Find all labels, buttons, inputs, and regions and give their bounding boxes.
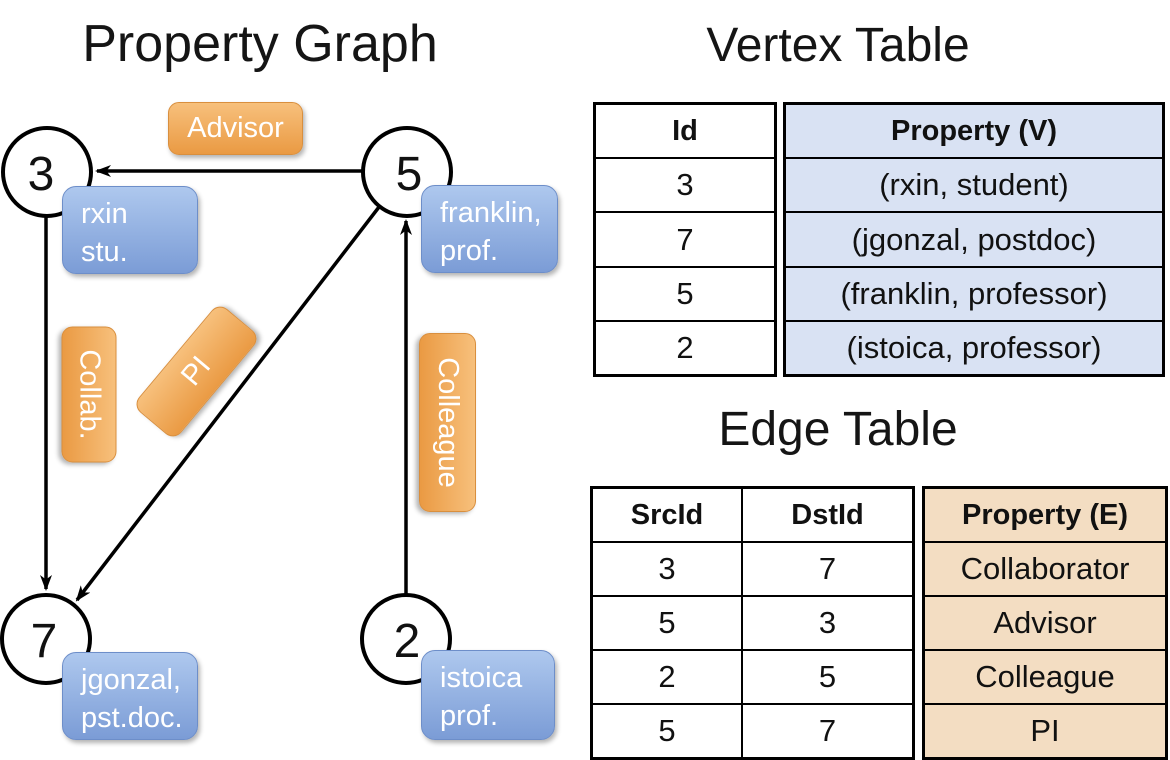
node-property-line: franklin, <box>440 197 542 229</box>
edge-dstid-cell: 5 <box>818 659 837 694</box>
table-header-row: Id <box>596 105 774 157</box>
edge-table-srcid-header: SrcId <box>593 489 743 541</box>
node-property-line: pst.doc. <box>81 702 183 734</box>
edge-table-title: Edge Table <box>718 403 958 456</box>
edge-table-property-column: Property (E) Collaborator Advisor Collea… <box>922 486 1168 760</box>
edge-property-cell: Advisor <box>993 605 1097 640</box>
node-id-3: 3 <box>28 148 55 201</box>
table-row: 7 <box>596 211 774 265</box>
vertex-property-cell: (istoica, professor) <box>846 329 1102 365</box>
edge-property-cell: PI <box>1030 713 1060 748</box>
vertex-table-id-column: Id 3 7 5 2 <box>593 102 777 377</box>
edge-srcid-cell: 3 <box>593 543 743 595</box>
vertex-table-property-column: Property (V) (rxin, student) (jgonzal, p… <box>783 102 1165 377</box>
table-row: 3 7 <box>593 541 912 595</box>
table-row: (rxin, student) <box>786 157 1162 212</box>
table-row: (istoica, professor) <box>786 319 1162 375</box>
edge-label-collab: Collab. <box>61 326 117 463</box>
table-header-row: SrcId DstId <box>593 489 912 541</box>
table-row: PI <box>925 703 1165 757</box>
node-property-box-5: franklin, prof. <box>421 185 558 273</box>
table-row: 5 7 <box>593 703 912 757</box>
table-row: 5 3 <box>593 595 912 649</box>
edge-pi-5-to-7 <box>75 205 381 602</box>
edge-table-src-dst-columns: SrcId DstId 3 7 5 3 2 5 5 7 <box>590 486 915 760</box>
node-property-box-2: istoica prof. <box>421 650 555 740</box>
edge-label-advisor: Advisor <box>168 102 303 155</box>
node-property-box-3: rxin stu. <box>62 186 198 274</box>
vertex-table-title: Vertex Table <box>706 19 970 72</box>
edge-table-property-header: Property (E) <box>962 498 1128 531</box>
edge-srcid-cell: 2 <box>593 651 743 703</box>
node-property-line: stu. <box>81 236 128 268</box>
node-property-line: istoica <box>440 662 523 694</box>
vertex-id-cell: 7 <box>676 221 694 257</box>
table-row: Colleague <box>925 649 1165 703</box>
vertex-id-cell: 2 <box>676 329 694 365</box>
vertex-table-id-header: Id <box>672 114 698 147</box>
edge-dstid-cell: 7 <box>818 551 837 586</box>
node-property-line: rxin <box>81 198 128 230</box>
edge-label-colleague: Colleague <box>419 333 476 512</box>
table-row: Collaborator <box>925 541 1165 595</box>
vertex-id-cell: 3 <box>676 167 694 203</box>
table-header-row: Property (E) <box>925 489 1165 541</box>
edge-srcid-cell: 5 <box>593 597 743 649</box>
edge-dstid-cell: 7 <box>818 713 837 748</box>
table-row: 2 5 <box>593 649 912 703</box>
vertex-property-cell: (franklin, professor) <box>840 275 1108 311</box>
node-id-7: 7 <box>31 615 58 668</box>
vertex-property-cell: (jgonzal, postdoc) <box>851 221 1097 257</box>
edge-property-cell: Collaborator <box>960 551 1130 586</box>
table-row: 2 <box>596 319 774 374</box>
table-row: 3 <box>596 157 774 211</box>
vertex-id-cell: 5 <box>676 275 694 311</box>
vertex-table-property-header: Property (V) <box>891 114 1057 147</box>
table-header-row: Property (V) <box>786 105 1162 158</box>
table-row: (jgonzal, postdoc) <box>786 211 1162 266</box>
node-property-line: prof. <box>440 700 499 732</box>
node-id-2: 2 <box>394 615 421 668</box>
vertex-property-cell: (rxin, student) <box>879 167 1069 203</box>
node-property-line: prof. <box>440 235 499 267</box>
node-property-box-7: jgonzal, pst.doc. <box>62 652 198 740</box>
property-graph-title: Property Graph <box>82 15 438 73</box>
table-row: Advisor <box>925 595 1165 649</box>
edge-srcid-cell: 5 <box>593 705 743 757</box>
node-id-5: 5 <box>396 148 423 201</box>
edge-property-cell: Colleague <box>975 659 1115 694</box>
table-row: (franklin, professor) <box>786 265 1162 320</box>
edge-dstid-cell: 3 <box>818 605 837 640</box>
table-row: 5 <box>596 265 774 320</box>
node-property-line: jgonzal, <box>81 664 181 696</box>
edge-table-dstid-header: DstId <box>791 498 864 531</box>
